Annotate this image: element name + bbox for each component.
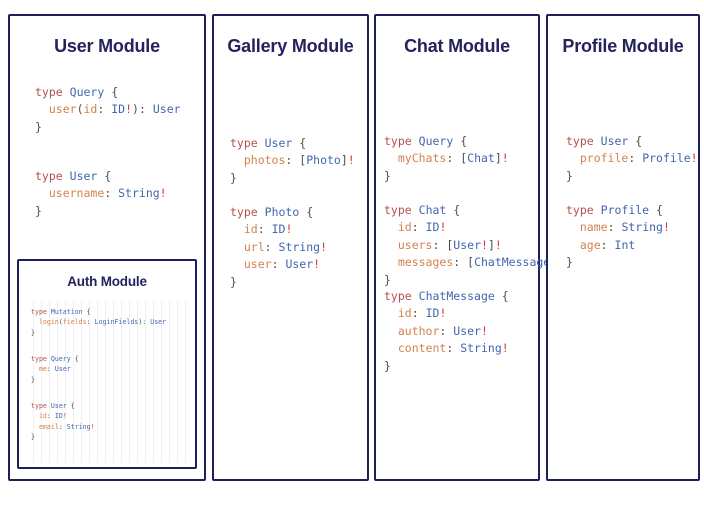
panel-title-user-module: User Module bbox=[54, 36, 160, 56]
code-block-auth-mutation: type Mutation { login(fields: LoginField… bbox=[31, 308, 167, 337]
code-block-chat-message: type ChatMessage { id: ID! author: User!… bbox=[384, 289, 509, 373]
code-block-gallery-user: type User { photos: [Photo]! } bbox=[230, 136, 355, 185]
panel-title-profile-module: Profile Module bbox=[562, 36, 684, 56]
code-block-user-type: type User { username: String! } bbox=[35, 169, 167, 218]
panel-profile-module[interactable]: Profile Module type User { profile: Prof… bbox=[546, 14, 700, 481]
code-block-profile-profile: type Profile { name: String! age: Int } bbox=[566, 203, 670, 270]
code-block-user-query: type Query { user(id: ID!): User } bbox=[35, 85, 181, 134]
panel-title-chat-module: Chat Module bbox=[404, 36, 510, 56]
panel-chat-module[interactable]: Chat Module type Query { myChats: [Chat]… bbox=[374, 14, 564, 481]
panel-gallery-module[interactable]: Gallery Module type User { photos: [Phot… bbox=[212, 14, 369, 481]
code-block-chat-chat: type Chat { id: ID! users: [User!]! mess… bbox=[384, 203, 564, 287]
code-block-gallery-photo: type Photo { id: ID! url: String! user: … bbox=[230, 205, 327, 289]
code-block-profile-user: type User { profile: Profile! } bbox=[566, 134, 698, 183]
code-block-auth-user: type User { id: ID! email: String! } bbox=[31, 402, 95, 442]
code-block-auth-query: type Query { me: User } bbox=[31, 355, 79, 384]
code-block-chat-query: type Query { myChats: [Chat]! } bbox=[384, 134, 509, 183]
panel-user-module[interactable]: User Module type Query { user(id: ID!): … bbox=[8, 14, 206, 481]
panel-auth-module[interactable]: Auth Module type Mutation { login(fields… bbox=[17, 259, 197, 469]
panel-title-auth-module: Auth Module bbox=[67, 274, 147, 289]
panel-title-gallery-module: Gallery Module bbox=[227, 36, 354, 56]
